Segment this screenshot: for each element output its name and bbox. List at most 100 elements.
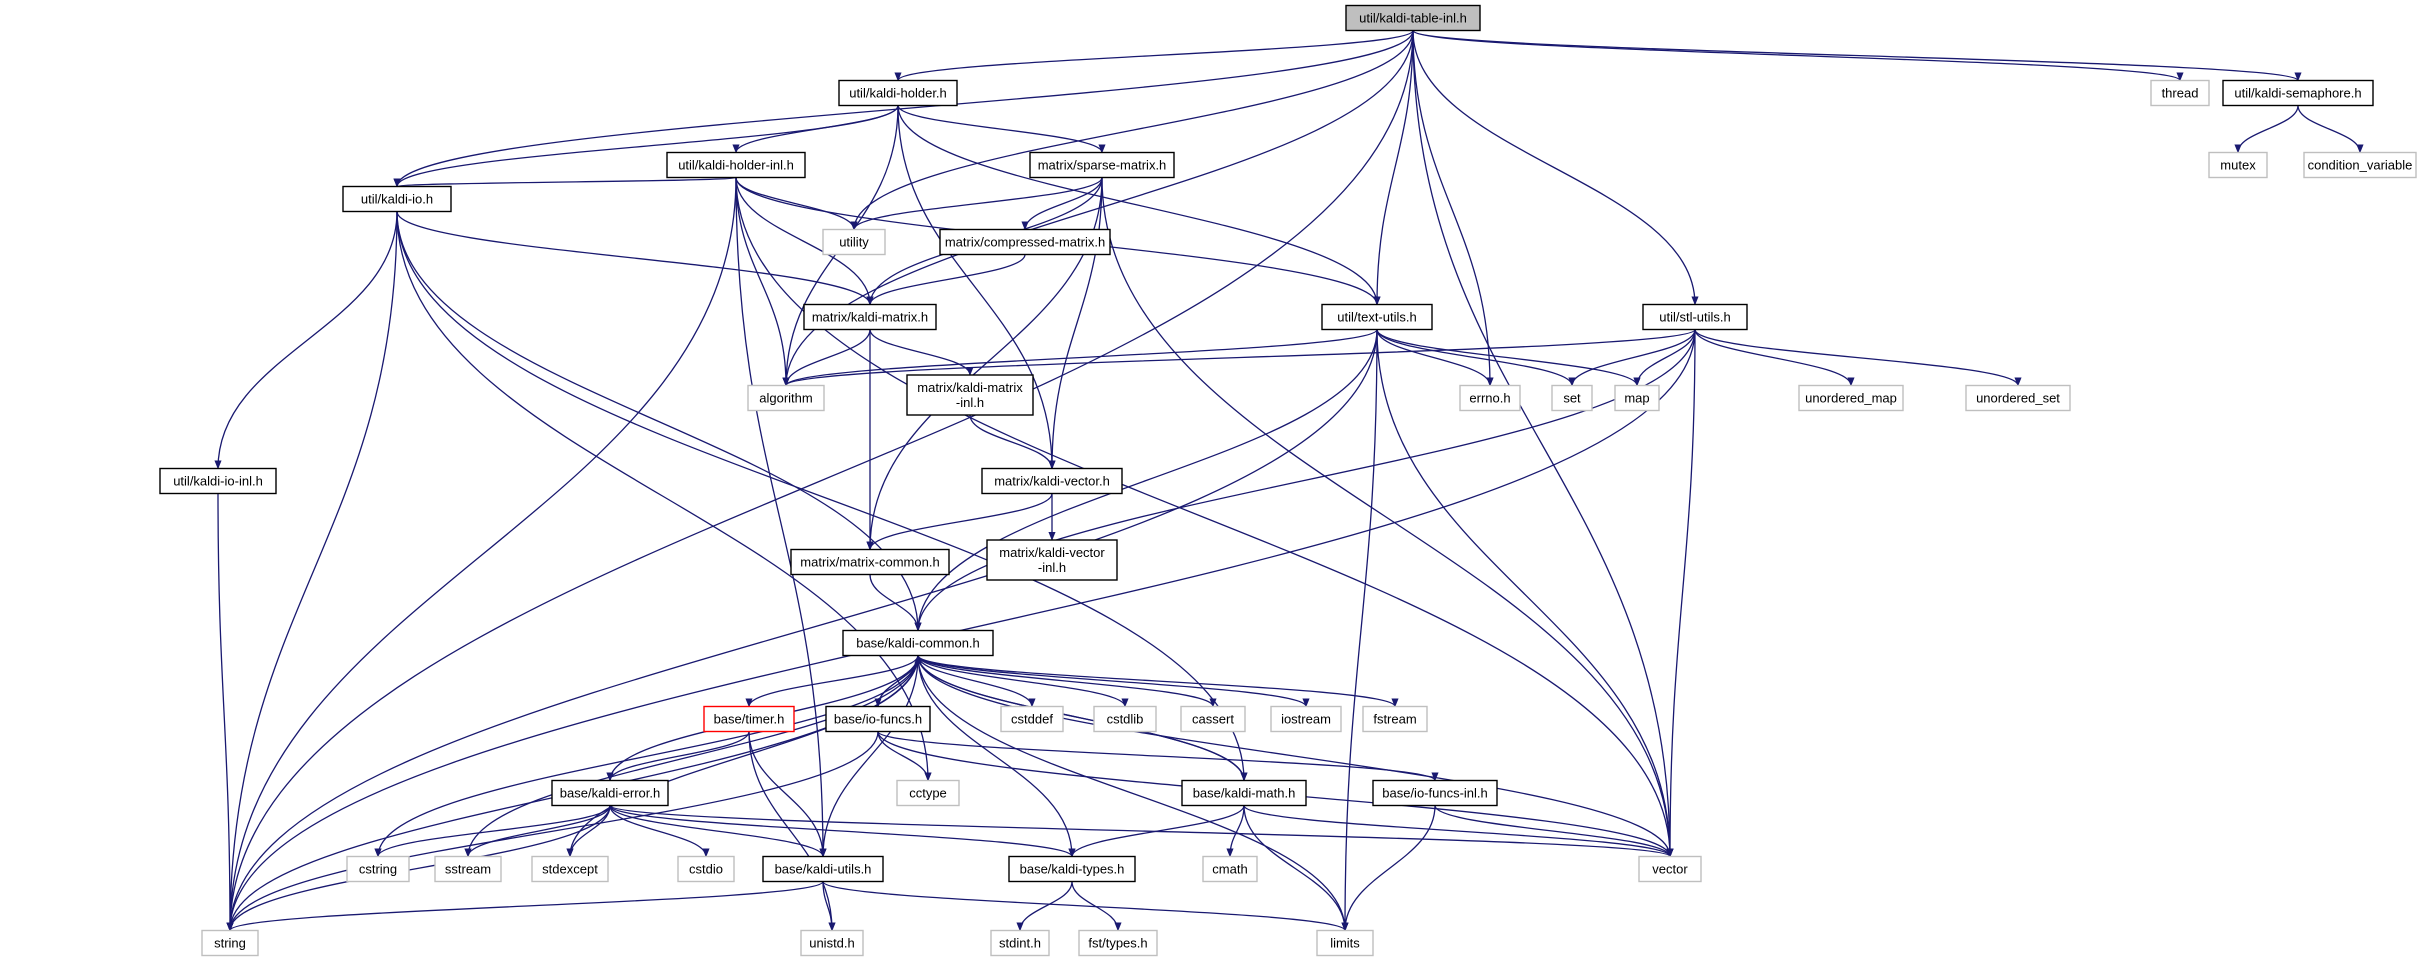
- dependency-arrow: [226, 211, 398, 932]
- node-label: unistd.h: [809, 936, 855, 951]
- dependency-edge-root-to-string: [226, 30, 1414, 932]
- node-label: util/kaldi-io.h: [361, 192, 433, 207]
- dependency-edge-iofuncs-to-iofuncs_inl: [877, 730, 1439, 782]
- dependency-arrow: [1376, 329, 1674, 858]
- node-cctype: cctype: [896, 779, 960, 807]
- dependency-arrow: [1666, 329, 1696, 858]
- node-label: util/kaldi-semaphore.h: [2234, 86, 2361, 101]
- dependency-edge-textutils-to-set: [1376, 329, 1576, 387]
- dependency-edge-holder_inl-to-kutils: [735, 177, 827, 858]
- node-box: [1078, 929, 1158, 957]
- dependency-edge-sparse-to-vector: [1101, 177, 1674, 858]
- node-box: [531, 855, 609, 883]
- node-box: [1008, 855, 1136, 883]
- dependency-arrow: [396, 211, 874, 306]
- node-unistd: unistd.h: [800, 929, 864, 957]
- dependency-edge-kerror-to-cstring: [374, 805, 611, 858]
- node-label: util/text-utils.h: [1337, 310, 1416, 325]
- dependency-edge-kmatrix_inl-to-kvector: [969, 414, 1056, 470]
- node-kmatrix[interactable]: matrix/kaldi-matrix.h: [803, 303, 937, 331]
- node-label: cstddef: [1011, 712, 1053, 727]
- node-iofuncs[interactable]: base/io-funcs.h: [825, 705, 931, 733]
- dependency-edge-kcommon-to-cstddef: [917, 655, 1036, 708]
- dependency-edge-textutils-to-map: [1376, 329, 1641, 387]
- node-label: matrix/matrix-common.h: [800, 555, 939, 570]
- node-compressed[interactable]: matrix/compressed-matrix.h: [939, 228, 1111, 256]
- node-box: [842, 629, 994, 657]
- dependency-arrow: [917, 655, 1217, 708]
- dependency-arrow: [226, 880, 824, 932]
- dependency-edge-textutils-to-limits: [1341, 329, 1378, 932]
- dependency-arrow: [917, 655, 1036, 708]
- node-holder[interactable]: util/kaldi-holder.h: [838, 79, 958, 107]
- dependency-edge-kcommon-to-timer: [745, 655, 919, 708]
- dependency-arrow: [917, 655, 1349, 932]
- node-semaphore[interactable]: util/kaldi-semaphore.h: [2222, 79, 2374, 107]
- dependency-edge-textutils-to-string: [226, 329, 1378, 932]
- dependency-edge-kerror-to-vector: [609, 804, 1674, 858]
- node-box: [1321, 303, 1433, 331]
- dependency-edge-stlutils-to-umap: [1694, 329, 1855, 387]
- node-holder-inl[interactable]: util/kaldi-holder-inl.h: [666, 151, 806, 179]
- node-kutils[interactable]: base/kaldi-utils.h: [762, 855, 884, 883]
- node-label: vector: [1652, 862, 1688, 877]
- node-label: base/timer.h: [714, 712, 785, 727]
- node-box: [1798, 384, 1904, 412]
- node-box: [939, 228, 1111, 256]
- node-kvector[interactable]: matrix/kaldi-vector.h: [981, 467, 1123, 495]
- dependency-edge-textutils-to-vector: [1376, 329, 1674, 858]
- dependency-edge-kcommon-to-ktypes: [917, 655, 1076, 858]
- node-sstream: sstream: [434, 855, 502, 883]
- dependency-arrow: [822, 880, 1349, 932]
- dependency-arrow: [226, 177, 737, 932]
- node-kio[interactable]: util/kaldi-io.h: [342, 185, 452, 213]
- node-mutex: mutex: [2208, 151, 2268, 179]
- node-box: [1029, 151, 1175, 179]
- node-label: base/kaldi-math.h: [1193, 786, 1296, 801]
- dependency-edge-semaphore-to-mutex: [2234, 105, 2299, 154]
- node-algorithm: algorithm: [747, 384, 825, 412]
- dependency-edge-root-to-utility: [850, 30, 1414, 231]
- dependency-edge-holder_inl-to-utility: [735, 177, 858, 231]
- node-mcommon[interactable]: matrix/matrix-common.h: [790, 548, 950, 576]
- dependency-edge-kcommon-to-iostream: [917, 654, 1310, 708]
- node-label: matrix/kaldi-matrix: [917, 380, 1023, 395]
- node-kerror[interactable]: base/kaldi-error.h: [551, 779, 669, 807]
- node-kio-inl[interactable]: util/kaldi-io-inl.h: [159, 467, 277, 495]
- dependency-edge-textutils-to-kcommon: [914, 329, 1378, 632]
- dependency-edge-root-to-semaphore: [1412, 29, 2302, 82]
- node-stlutils[interactable]: util/stl-utils.h: [1642, 303, 1748, 331]
- dependency-arrow: [745, 655, 919, 708]
- dependency-edge-kmatrix-to-kmatrix_inl: [869, 329, 974, 376]
- node-label: matrix/compressed-matrix.h: [945, 235, 1105, 250]
- node-label: unordered_map: [1805, 391, 1897, 406]
- node-label: util/kaldi-table-inl.h: [1359, 11, 1467, 26]
- node-ktypes[interactable]: base/kaldi-types.h: [1008, 855, 1136, 883]
- dependency-arrow: [226, 805, 611, 932]
- node-kmatrix-inl[interactable]: matrix/kaldi-matrix-inl.h: [906, 374, 1034, 416]
- node-root[interactable]: util/kaldi-table-inl.h: [1345, 4, 1481, 32]
- node-label: set: [1563, 391, 1581, 406]
- node-kcommon[interactable]: base/kaldi-common.h: [842, 629, 994, 657]
- dependency-edge-compressed-to-kmatrix: [866, 254, 1026, 306]
- node-timer[interactable]: base/timer.h: [703, 705, 795, 733]
- node-sparse[interactable]: matrix/sparse-matrix.h: [1029, 151, 1175, 179]
- node-box: [2150, 79, 2210, 107]
- node-textutils[interactable]: util/text-utils.h: [1321, 303, 1433, 331]
- node-label: fst/types.h: [1088, 936, 1147, 951]
- node-iofuncs-inl[interactable]: base/io-funcs-inl.h: [1372, 779, 1498, 807]
- node-kmath[interactable]: base/kaldi-math.h: [1181, 779, 1307, 807]
- dependency-arrow: [1434, 805, 1674, 858]
- node-kvector-inl[interactable]: matrix/kaldi-vector-inl.h: [986, 539, 1118, 581]
- node-label: matrix/sparse-matrix.h: [1038, 158, 1167, 173]
- node-box: [1362, 705, 1428, 733]
- dependency-arrow: [393, 30, 1414, 188]
- dependency-arrow: [1341, 805, 1436, 932]
- node-box: [747, 384, 825, 412]
- dependency-edge-holder-to-kvector: [897, 105, 1056, 470]
- node-label: -inl.h: [1038, 560, 1066, 575]
- dependency-arrow: [609, 805, 827, 858]
- node-box: [2208, 151, 2268, 179]
- node-box: [790, 548, 950, 576]
